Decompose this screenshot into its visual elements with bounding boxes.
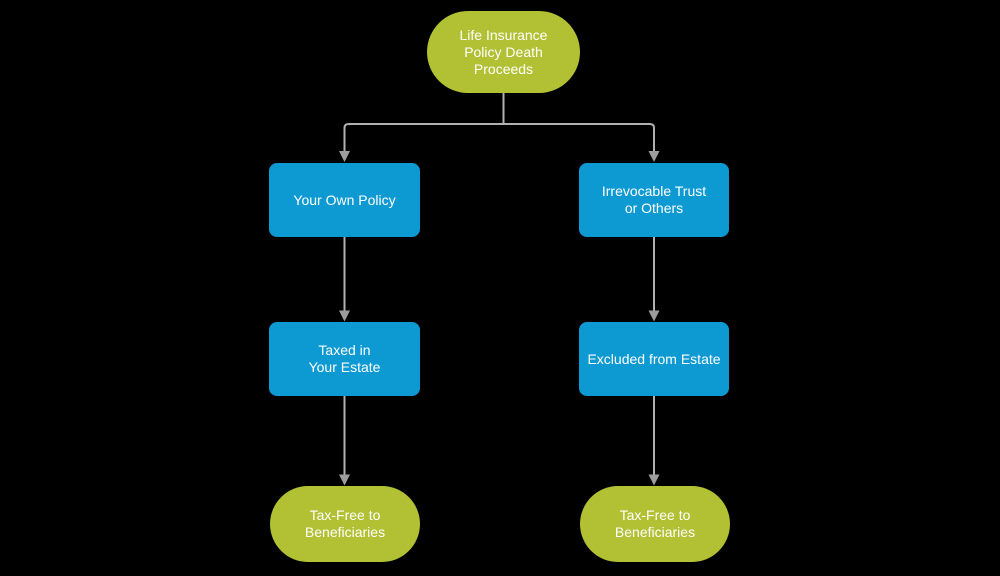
connector-line [343,123,504,151]
arrowhead [339,474,350,486]
arrowhead [648,310,660,322]
arrowhead [648,151,660,162]
arrowhead [339,151,350,162]
node-taxed-in-your-estate: Taxed in Your Estate [269,322,420,396]
connector-line [503,123,655,151]
node-tax-free-to-beneficiaries-right: Tax-Free to Beneficiaries [580,486,730,562]
node-irrevocable-trust-or-others: Irrevocable Trust or Others [579,163,729,237]
node-tax-free-to-beneficiaries-left: Tax-Free to Beneficiaries [270,486,420,562]
arrowhead [648,474,660,486]
node-your-own-policy: Your Own Policy [269,163,420,237]
node-life-insurance-policy-death-proceeds: Life Insurance Policy Death Proceeds [427,11,580,93]
node-excluded-from-estate: Excluded from Estate [579,322,729,396]
arrowhead [339,310,350,322]
